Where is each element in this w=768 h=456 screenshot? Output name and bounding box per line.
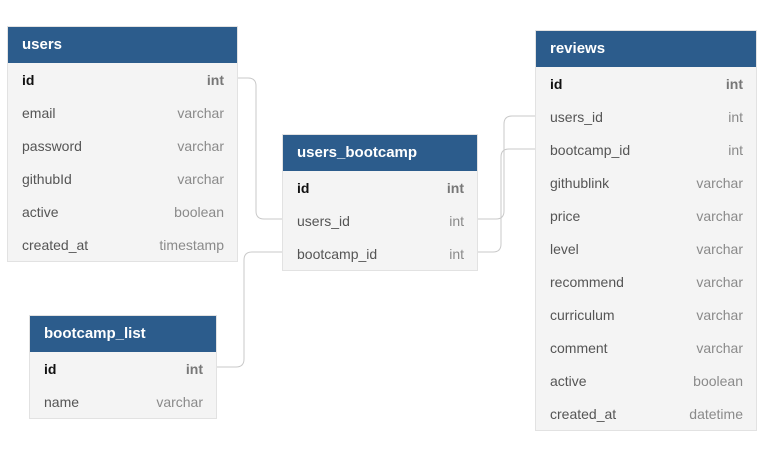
column-type: varchar xyxy=(696,240,743,257)
column-name: curriculum xyxy=(550,306,615,323)
column-name: price xyxy=(550,207,581,224)
reviews-column-recommend[interactable]: recommend varchar xyxy=(536,265,756,298)
users-column-active[interactable]: active boolean xyxy=(8,195,237,228)
column-name: bootcamp_id xyxy=(297,245,378,262)
users-column-githubid[interactable]: githubId varchar xyxy=(8,162,237,195)
column-type: varchar xyxy=(696,174,743,191)
column-name: active xyxy=(550,372,587,389)
column-type: int xyxy=(446,179,464,196)
users-bootcamp-column-bootcamp-id[interactable]: bootcamp_id int xyxy=(283,237,477,270)
column-type: varchar xyxy=(156,393,203,410)
connector-users-id-to-users-bootcamp-users-id xyxy=(237,77,283,220)
users-column-id[interactable]: id int xyxy=(8,63,237,96)
column-type: boolean xyxy=(174,203,224,220)
column-name: users_id xyxy=(550,108,603,125)
column-name: comment xyxy=(550,339,608,356)
column-name: active xyxy=(22,203,59,220)
users-bootcamp-column-id[interactable]: id int xyxy=(283,171,477,204)
column-name: created_at xyxy=(550,405,617,422)
table-bootcamp-list-header[interactable]: bootcamp_list xyxy=(30,316,216,352)
bootcamp-list-column-name[interactable]: name varchar xyxy=(30,385,216,418)
column-type: varchar xyxy=(696,306,743,323)
column-name: bootcamp_id xyxy=(550,141,631,158)
table-users-bootcamp-header[interactable]: users_bootcamp xyxy=(283,135,477,171)
column-type: varchar xyxy=(696,273,743,290)
column-type: boolean xyxy=(693,372,743,389)
column-type: varchar xyxy=(177,170,224,187)
table-reviews-header[interactable]: reviews xyxy=(536,31,756,67)
column-name: recommend xyxy=(550,273,624,290)
reviews-column-curriculum[interactable]: curriculum varchar xyxy=(536,298,756,331)
column-name: name xyxy=(44,393,80,410)
reviews-column-users-id[interactable]: users_id int xyxy=(536,100,756,133)
reviews-column-bootcamp-id[interactable]: bootcamp_id int xyxy=(536,133,756,166)
column-name: created_at xyxy=(22,236,89,253)
column-type: varchar xyxy=(177,104,224,121)
column-type: int xyxy=(728,141,743,158)
reviews-column-level[interactable]: level varchar xyxy=(536,232,756,265)
column-name: githublink xyxy=(550,174,610,191)
reviews-column-githublink[interactable]: githublink varchar xyxy=(536,166,756,199)
column-type: int xyxy=(728,108,743,125)
users-column-created-at[interactable]: created_at timestamp xyxy=(8,228,237,261)
column-type: int xyxy=(449,212,464,229)
column-type: varchar xyxy=(696,207,743,224)
column-name: id xyxy=(550,75,563,92)
column-type: int xyxy=(206,71,224,88)
column-type: int xyxy=(185,360,203,377)
bootcamp-list-column-id[interactable]: id int xyxy=(30,352,216,385)
column-name: users_id xyxy=(297,212,350,229)
column-type: timestamp xyxy=(159,236,224,253)
reviews-column-id[interactable]: id int xyxy=(536,67,756,100)
connector-bootcamp-list-id-to-users-bootcamp-bootcamp-id xyxy=(216,251,283,368)
reviews-column-created-at[interactable]: created_at datetime xyxy=(536,397,756,430)
reviews-column-active[interactable]: active boolean xyxy=(536,364,756,397)
column-name: email xyxy=(22,104,56,121)
reviews-column-comment[interactable]: comment varchar xyxy=(536,331,756,364)
column-name: id xyxy=(297,179,310,196)
table-bootcamp-list[interactable]: bootcamp_list id int name varchar xyxy=(30,316,216,418)
column-name: password xyxy=(22,137,82,154)
users-bootcamp-column-users-id[interactable]: users_id int xyxy=(283,204,477,237)
column-type: varchar xyxy=(696,339,743,356)
users-column-email[interactable]: email varchar xyxy=(8,96,237,129)
column-type: varchar xyxy=(177,137,224,154)
column-type: int xyxy=(725,75,743,92)
users-column-password[interactable]: password varchar xyxy=(8,129,237,162)
column-name: id xyxy=(22,71,35,88)
column-name: level xyxy=(550,240,579,257)
table-users-header[interactable]: users xyxy=(8,27,237,63)
reviews-column-price[interactable]: price varchar xyxy=(536,199,756,232)
connector-users-bootcamp-users-id-to-reviews-users-id xyxy=(477,115,536,220)
column-name: githubId xyxy=(22,170,72,187)
column-type: datetime xyxy=(689,405,743,422)
column-name: id xyxy=(44,360,57,377)
connector-users-bootcamp-bootcamp-id-to-reviews-bootcamp-id xyxy=(477,148,536,253)
column-type: int xyxy=(449,245,464,262)
